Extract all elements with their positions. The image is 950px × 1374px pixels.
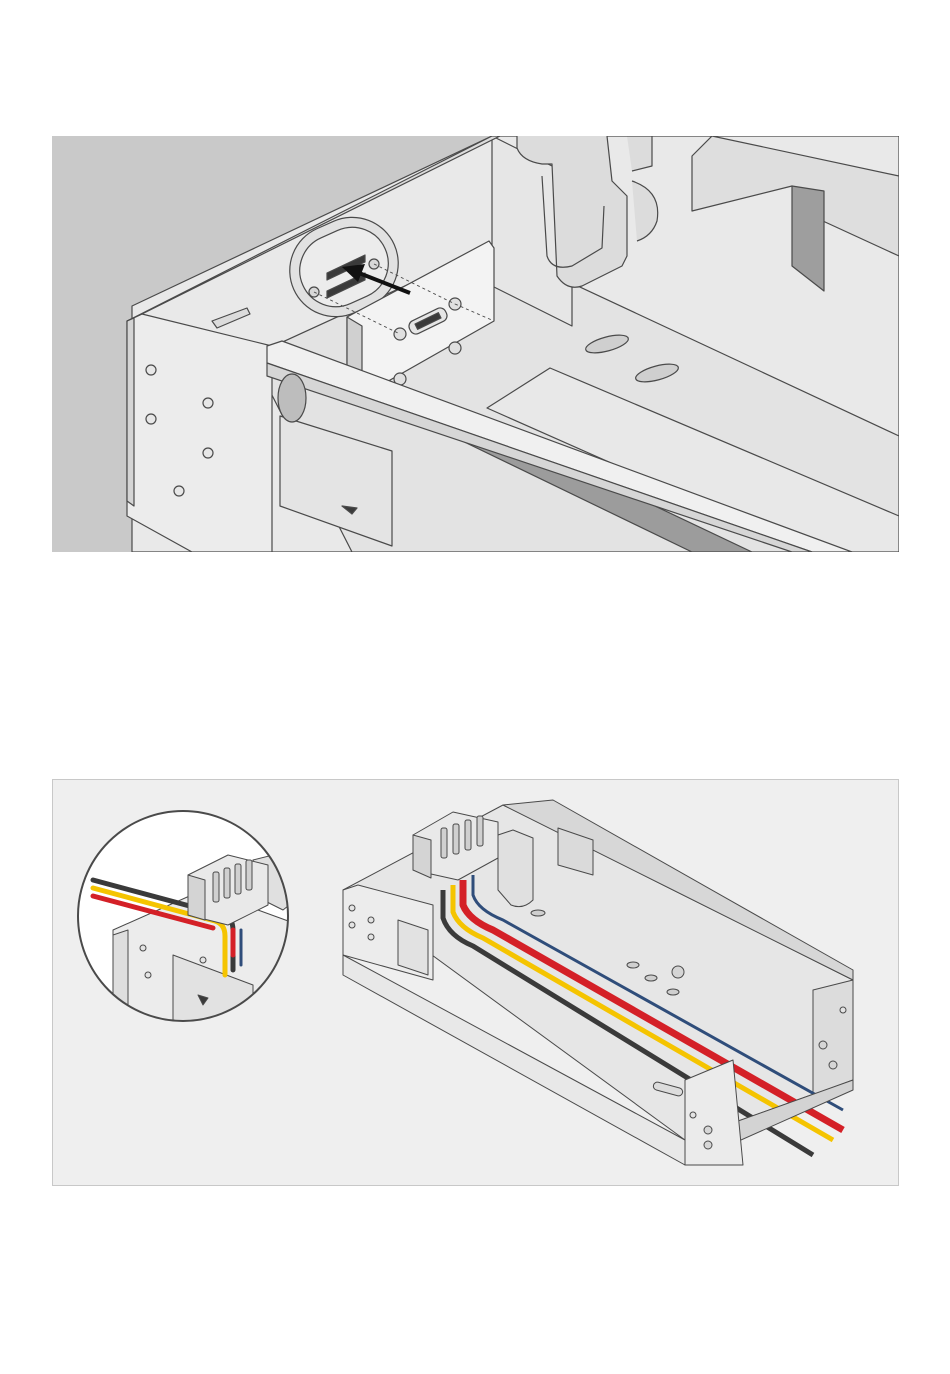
tray-assembly [343,800,853,1165]
figure-cable-routing [52,779,899,1186]
cable-routing-illustration [53,780,898,1185]
zoom-detail [78,811,313,1040]
tray-right-end [813,980,853,1095]
bracket-insertion-illustration [52,136,899,552]
figure-bracket-insertion [52,136,899,552]
left-side-panel [127,314,272,552]
